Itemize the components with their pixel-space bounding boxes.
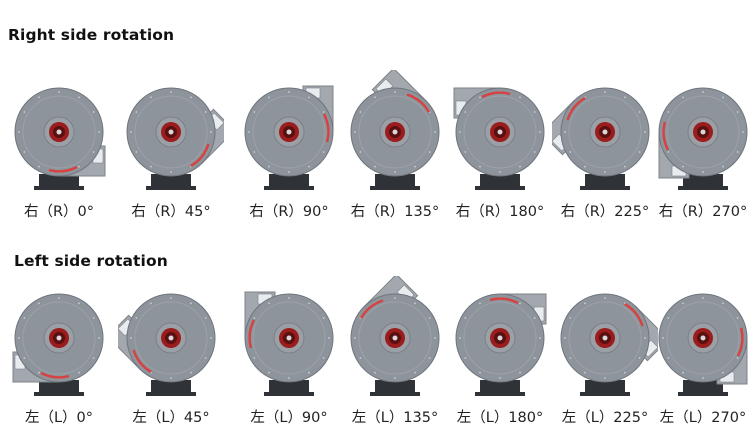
right-rotation-title: Right side rotation — [8, 26, 175, 44]
fan-angle-label: 右（R）225° — [560, 204, 650, 220]
fan-left-0: 左（L）0° — [6, 276, 112, 436]
fan-right-270: 右（R）270° — [650, 70, 750, 230]
fan-angle-label: 右（R）0° — [23, 204, 95, 220]
fan-angle-label: 右（R）135° — [350, 204, 440, 220]
fan-angle-label: 左（L）270° — [659, 410, 747, 426]
right-rotation-row: 右（R）0° 右（R）45° 右（R）90° 右（R）135° 右（R）180° 右（R）… — [0, 70, 750, 230]
fan-angle-label: 左（L）45° — [132, 410, 210, 426]
left-rotation-title: Left side rotation — [14, 252, 168, 270]
fan-angle-label: 右（R）270° — [658, 204, 748, 220]
fan-left-45: 左（L）45° — [118, 276, 224, 436]
fan-left-90: 左（L）90° — [236, 276, 342, 436]
fan-angle-label: 右（R）45° — [131, 204, 211, 220]
fan-left-135: 左（L）135° — [342, 276, 448, 436]
fan-right-135: 右（R）135° — [342, 70, 448, 230]
fan-angle-label: 右（R）180° — [455, 204, 545, 220]
fan-right-45: 右（R）45° — [118, 70, 224, 230]
fan-angle-label: 左（L）135° — [351, 410, 439, 426]
fan-right-90: 右（R）90° — [236, 70, 342, 230]
fan-angle-label: 左（L）180° — [456, 410, 544, 426]
fan-left-270: 左（L）270° — [650, 276, 750, 436]
fan-left-180: 左（L）180° — [447, 276, 553, 436]
fan-right-225: 右（R）225° — [552, 70, 658, 230]
fan-right-0: 右（R）0° — [6, 70, 112, 230]
fan-angle-label: 左（L）90° — [250, 410, 328, 426]
fan-left-225: 左（L）225° — [552, 276, 658, 436]
fan-angle-label: 左（L）0° — [24, 410, 94, 426]
left-rotation-row: 左（L）0° 左（L）45° 左（L）90° 左（L）135° 左（L）180° 左（L）… — [0, 276, 750, 436]
fan-angle-label: 左（L）225° — [561, 410, 649, 426]
fan-angle-label: 右（R）90° — [249, 204, 329, 220]
fan-right-180: 右（R）180° — [447, 70, 553, 230]
